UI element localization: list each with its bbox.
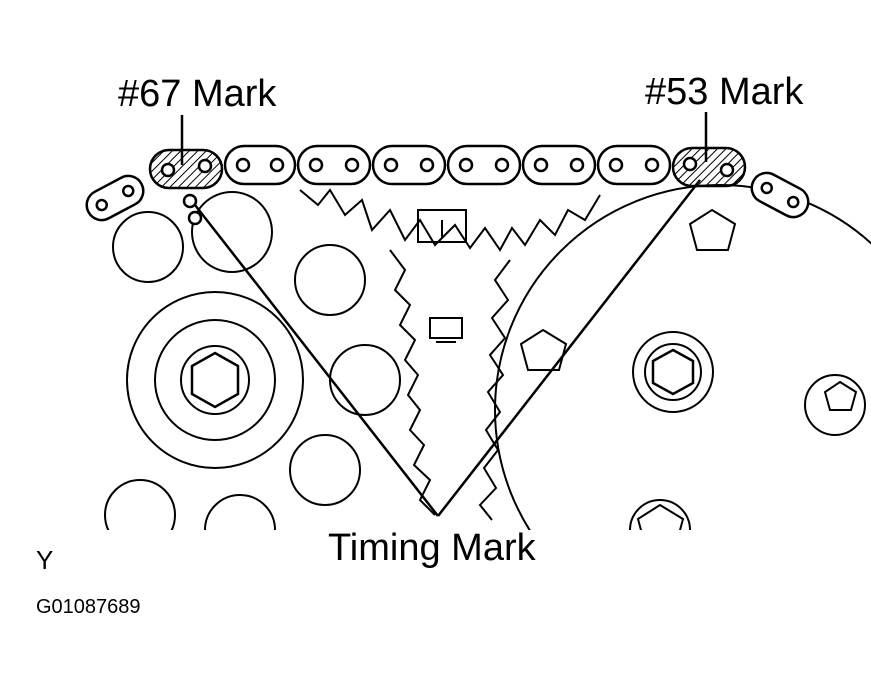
- camshaft-sprocket: [494, 184, 871, 530]
- chain-link-53-mark: [671, 146, 747, 188]
- chain-link: [596, 144, 672, 186]
- mark-53-label: #53 Mark: [645, 71, 804, 113]
- chain-link: [223, 144, 297, 186]
- chain-pin: [182, 193, 198, 209]
- mark-67-label: #67 Mark: [118, 73, 277, 115]
- figure-id: G01087689: [36, 596, 141, 618]
- chain-link-67-mark: [148, 148, 224, 190]
- chain-link: [371, 144, 447, 186]
- chain-link: [521, 144, 597, 186]
- engine-block-holes: [104, 191, 866, 530]
- timing-mark-label: Timing Mark: [328, 527, 536, 569]
- chain-link: [296, 144, 372, 186]
- chain-link: [446, 144, 522, 186]
- chain-link: [750, 171, 810, 219]
- timing-chain: [85, 144, 810, 226]
- view-label: Y: [36, 545, 54, 575]
- tensioner-pulley: [126, 291, 304, 469]
- chain-pin: [187, 210, 203, 226]
- center-sprocket: [299, 188, 601, 521]
- chain-link: [85, 174, 145, 222]
